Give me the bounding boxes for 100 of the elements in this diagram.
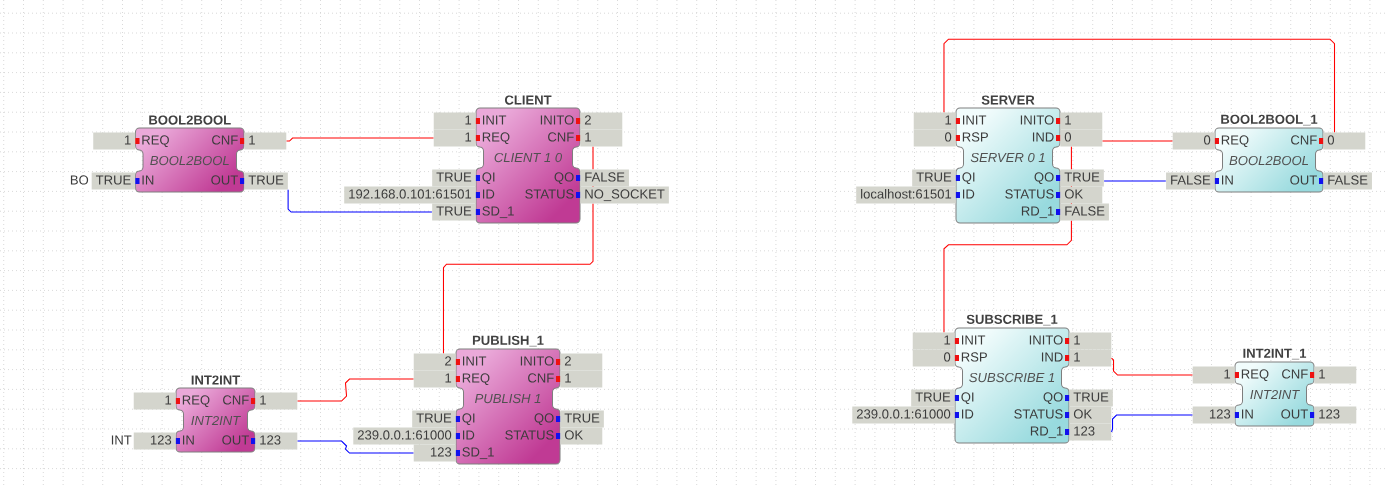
node-label: TRUE [436,206,472,216]
block-title: PUBLISH_1 [472,335,544,347]
node-label: FALSE [1065,206,1105,216]
port-name: REQ [182,395,210,407]
value-box: NO_SOCKET [580,186,669,204]
value-box: TRUE [244,172,288,190]
value-box: 2 [560,353,603,371]
port-name: INIT [963,115,987,125]
node-label: 1 [465,132,472,142]
value-box: 2 [580,112,623,130]
node-label: 1 [1074,335,1080,345]
node-label: 0 [944,132,952,142]
port-name: ID [962,409,974,419]
port-name: IND [1032,132,1054,142]
value-box: 1 [133,392,176,410]
node-label: 1 [565,373,571,383]
value-box: 0 [1323,132,1366,150]
node-label: 2 [584,115,591,125]
type-name: BOOL2BOOL [1229,155,1309,166]
value-box: 123 [1192,406,1235,424]
port-name: CNF [1282,369,1308,379]
port-name: CNF [212,135,238,145]
block-title: BOOL2BOOL [149,115,231,125]
port-name: QI [962,172,975,184]
node-label: 1 [944,335,951,345]
value-box: 1 [1069,332,1112,350]
value-box: TRUE [91,172,136,190]
node-label: OK [1073,409,1093,419]
node-label: 0 [943,352,951,362]
value-box: TRUE [560,410,604,428]
value-box: TRUE [912,169,956,187]
block-title: INT2INT [191,375,241,385]
port-name: IN [1222,175,1233,185]
type-name: SERVER 0 1 [970,152,1045,163]
port-name: QO [1034,172,1054,184]
port-name: REQ [482,132,510,144]
port-name: ID [463,430,475,440]
node-label: TRUE [1064,172,1100,182]
port-name: REQ [1221,135,1249,147]
node-label: FALSE [585,172,625,182]
port-name: REQ [1241,369,1269,381]
port-name: IN [183,435,194,445]
port-name: ID [963,189,975,199]
port-name: SD_1 [482,206,514,219]
port-name: SD_1 [462,447,494,460]
node-label: 1 [1074,352,1080,362]
port-name: INITO [1029,335,1063,345]
port-name: QO [534,413,554,425]
port-name: OUT [222,435,249,445]
port-name: INIT [483,115,507,125]
text-label: INT [111,435,132,445]
value-box: 123 [133,432,176,450]
block-title: SUBSCRIBE_1 [966,314,1058,326]
port-name: QO [1043,392,1063,404]
port-name: RD_1 [1021,206,1054,219]
value-box: TRUE [911,389,955,407]
type-name: INT2INT [1250,389,1300,400]
port-name: QI [482,172,495,184]
type-name: BOOL2BOOL [150,155,229,166]
port-name: CNF [528,373,554,383]
port-name: INITO [520,356,554,366]
block-title: BOOL2BOOL_1 [1221,114,1318,126]
port-name: IN [142,175,154,185]
value-box: 0 [1172,132,1215,150]
value-box: 1 [1192,366,1235,384]
block-title: INT2INT_1 [1243,348,1307,360]
block-title: SERVER [981,95,1035,105]
port-name: INITO [540,115,574,125]
port-name: REQ [142,135,169,147]
node-label: TRUE [916,172,952,182]
value-box: 1 [1060,112,1103,130]
port-name: IN [1242,409,1253,419]
port-name: ID [483,189,495,199]
node-label: 1 [1065,115,1071,125]
node-label: 1 [445,373,452,383]
port-name: RSP [961,352,987,362]
port-name: CNF [548,132,574,142]
node-label: TRUE [1073,392,1109,402]
port-name: REQ [462,373,490,385]
port-name: CNF [223,395,249,405]
value-box: 1 [912,332,955,350]
node-label: OK [564,430,584,440]
value-box: 2 [413,353,456,371]
node-label: TRUE [564,413,600,423]
node-label: 1 [945,115,952,125]
port-name: STATUS [525,189,574,199]
value-box: TRUE [432,169,476,187]
port-name: RSP [962,132,988,142]
node-label: TRUE [416,413,452,423]
port-name: QI [462,413,475,425]
value-box: FALSE [1060,203,1109,221]
value-box: 123 [1314,406,1357,424]
node-label: TRUE [915,392,951,402]
port-name: OUT [211,175,238,185]
type-name: PUBLISH 1 [475,393,541,404]
port-name: STATUS [1014,409,1063,419]
port-name: STATUS [505,430,554,440]
node-label: 2 [564,356,571,366]
node-label: 123 [430,447,452,457]
port-name: OUT [1290,175,1317,185]
